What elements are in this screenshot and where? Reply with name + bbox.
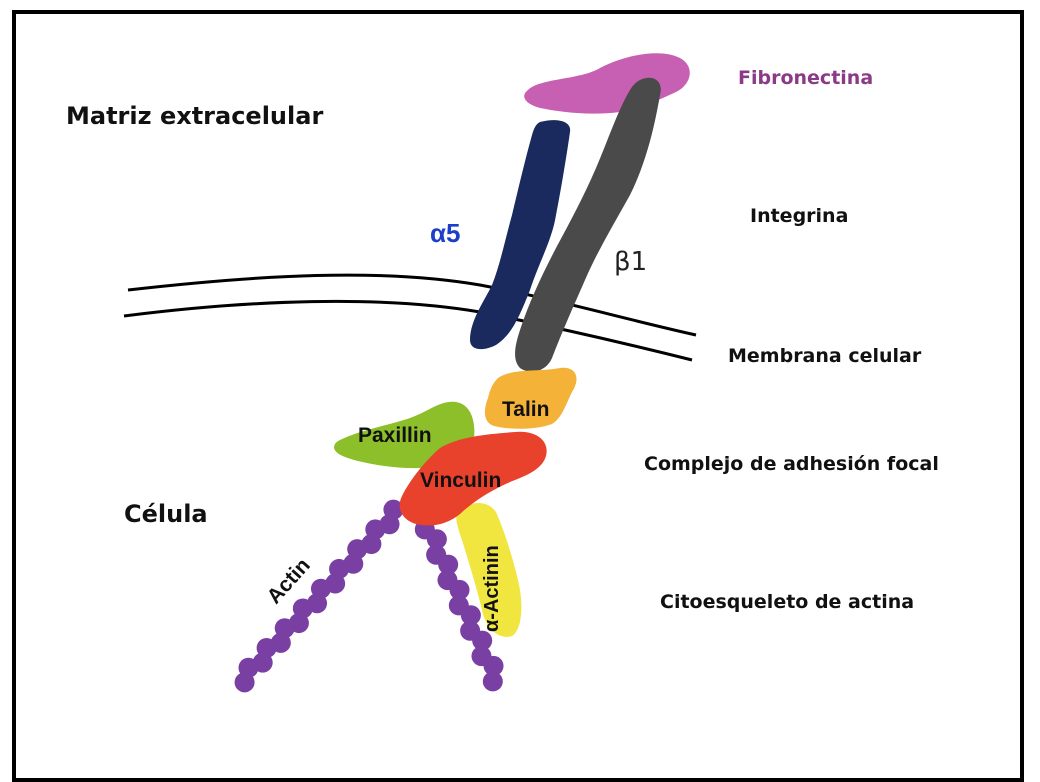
alpha-actinin-label: α-Actinin [481, 545, 503, 632]
complejo-adhesion-focal-label: Complejo de adhesión focal [644, 453, 939, 475]
actin-bead [483, 671, 503, 691]
alpha5-label: α5 [430, 218, 460, 248]
talin-label: Talin [502, 398, 549, 421]
actin-bead [235, 672, 255, 692]
beta1-label: β1 [614, 247, 647, 277]
fibronectin-shape [524, 53, 690, 113]
vinculin-label: Vinculin [420, 469, 501, 492]
integrina-label: Integrina [750, 205, 848, 227]
matriz-extracelular-label: Matriz extracelular [66, 102, 323, 130]
membrana-celular-label: Membrana celular [728, 345, 922, 367]
membrane-line-inner [124, 301, 692, 360]
citoesqueleto-label: Citoesqueleto de actina [660, 591, 914, 613]
paxillin-label: Paxillin [358, 424, 432, 447]
celula-label: Célula [124, 500, 208, 528]
actin-filament-left [235, 500, 404, 693]
fibronectina-label: Fibronectina [738, 67, 873, 89]
